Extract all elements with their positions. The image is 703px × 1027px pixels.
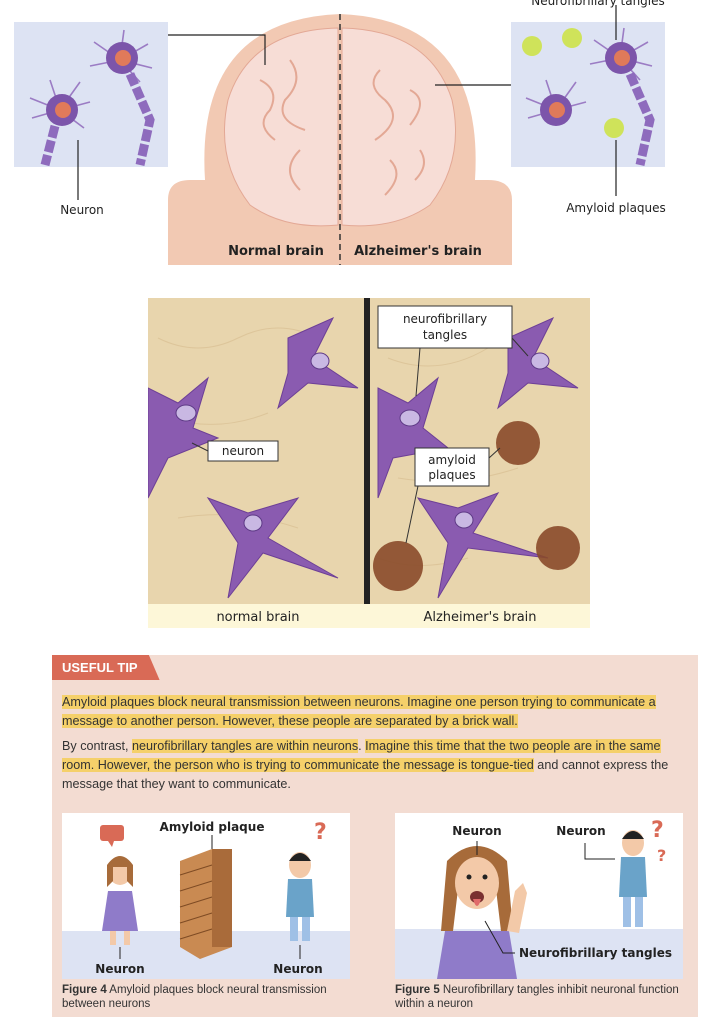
fig4-neuron-right-label: Neuron: [273, 962, 322, 976]
figure-5-illustration: ? ? Neuron Neuron Neurofibrillary tangle…: [395, 813, 683, 979]
normal-brain-half: [223, 27, 339, 227]
figure-5-caption: Figure 5 Neurofibrillary tangles inhibit…: [395, 984, 679, 1010]
tip-text-b: .: [358, 739, 366, 753]
fig5-neuron-right-label: Neuron: [556, 824, 605, 838]
confused-person: [619, 830, 647, 927]
brick-wall: [179, 849, 232, 959]
useful-tip-box: USEFUL TIP Amyloid plaques block neural …: [52, 655, 698, 1017]
neuron-label-box: neuron: [191, 440, 279, 462]
fig5-neuron-left-label: Neuron: [452, 824, 501, 838]
label-amyloid-plaques: Amyloid plaques: [566, 201, 666, 215]
svg-text:plaques: plaques: [428, 468, 475, 482]
question-mark-icon-2: ?: [657, 846, 666, 865]
plaques-label-box: amyloid plaques: [405, 447, 501, 544]
label-normal-brain: Normal brain: [228, 244, 324, 259]
figure-4-caption: Figure 4 Amyloid plaques block neural tr…: [62, 984, 327, 1010]
caption-normal-brain: normal brain: [216, 610, 299, 625]
useful-tip-tag: USEFUL TIP: [52, 655, 160, 680]
tip-highlight-2: neurofibrillary tangles are within neuro…: [132, 739, 359, 753]
label-neurofibrillary-tangles: Neurofibrillary tangles: [531, 0, 665, 8]
svg-text:neuron: neuron: [222, 444, 264, 458]
normal-neuron-panel: [14, 22, 168, 167]
tangles-label-box: neurofibrillary tangles: [377, 305, 529, 397]
figure-4-illustration: Amyloid plaque ? Neuron Neuron: [62, 813, 350, 979]
label-neuron: Neuron: [60, 203, 104, 217]
tip-text-c: and cannot express the message that they…: [62, 758, 669, 791]
microscope-comparison-diagram: neuron neurofibrillary tangles amyloid p…: [148, 298, 590, 628]
svg-text:amyloid: amyloid: [428, 453, 476, 467]
amyloid-plaque-label: Amyloid plaque: [160, 820, 265, 834]
person-right: [286, 852, 314, 941]
amyloid-plaque-clusters: [373, 421, 580, 591]
alzheimer-brain-half: [341, 27, 457, 227]
svg-text:neurofibrillary: neurofibrillary: [403, 312, 487, 326]
tip-paragraph-1: Amyloid plaques block neural transmissio…: [62, 693, 684, 731]
question-mark-icon: ?: [314, 820, 327, 845]
question-mark-icon-1: ?: [651, 818, 664, 843]
person-left: [100, 825, 138, 945]
alzheimer-neuron-panel: [511, 22, 665, 167]
tip-paragraph-2: By contrast, neurofibrillary tangles are…: [62, 737, 684, 794]
label-alzheimers-brain: Alzheimer's brain: [354, 244, 482, 259]
tip-highlight-1: Amyloid plaques block neural transmissio…: [62, 695, 656, 728]
fig4-neuron-left-label: Neuron: [95, 962, 144, 976]
svg-text:tangles: tangles: [423, 328, 467, 342]
tip-text-a: By contrast,: [62, 739, 132, 753]
fig5-tangles-label: Neurofibrillary tangles: [519, 946, 672, 960]
caption-alzheimers-brain: Alzheimer's brain: [423, 610, 536, 625]
brain-comparison-diagram: Neurofibrillary tangles Neuron Amyloid p…: [14, 0, 666, 265]
